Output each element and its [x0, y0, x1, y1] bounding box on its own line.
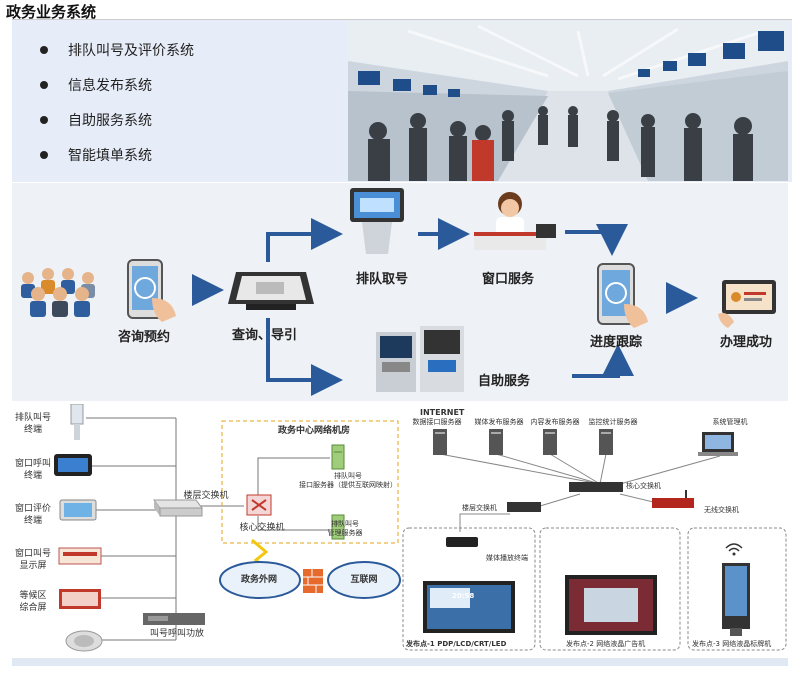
- window-display-icon: [58, 547, 102, 565]
- server-icon: [331, 514, 345, 540]
- signage-kiosk-icon: [722, 563, 750, 636]
- window-service-icon: [474, 192, 556, 250]
- list-item: 信息发布系统: [40, 75, 152, 95]
- floor-switch-icon: [507, 502, 541, 512]
- floor-switch-icon: [153, 499, 203, 517]
- floor-switch-label: 楼层交换机: [183, 491, 229, 501]
- rating-terminal-icon: [59, 499, 97, 521]
- queue-kiosk-icon: [350, 188, 404, 254]
- internet-label: INTERNET: [420, 408, 465, 417]
- step-self: 自助服务: [478, 374, 531, 389]
- wireless-label: 无线交换机: [704, 506, 739, 514]
- step-consult: 咨询预约: [118, 330, 171, 345]
- service-hall-photo: [348, 21, 788, 181]
- wireless-switch-icon: [652, 490, 694, 508]
- device-label: 排队叫号 终端: [14, 413, 51, 435]
- datacenter-label: 政务中心网络机房: [277, 426, 350, 436]
- server-icon: [489, 429, 503, 455]
- footer-band: [12, 658, 788, 666]
- call-terminal-icon: [54, 454, 92, 476]
- screen-time: 20:58: [452, 592, 475, 600]
- bullet-icon: [40, 116, 48, 124]
- queue-terminal-icon: [70, 404, 84, 440]
- step-queue: 排队取号: [356, 272, 409, 287]
- gov-net-label: 政务外网: [240, 575, 277, 585]
- internet-cloud-label: 互联网: [350, 575, 378, 585]
- list-item: 自助服务系统: [40, 110, 152, 130]
- list-item: 排队叫号及评价系统: [40, 40, 194, 60]
- floor2-label: 楼层交换机: [462, 504, 497, 512]
- server2-label: 排队叫号 管理服务器: [327, 520, 363, 537]
- lcd-screen-icon: [423, 581, 515, 633]
- pub2-label: 发布点-2 网络液晶广告机: [566, 640, 646, 648]
- device-label: 等候区 综合屏: [19, 591, 47, 613]
- pub1-label: 发布点-1 PDP/LCD/CRT/LED: [406, 640, 507, 648]
- title-divider: [12, 19, 792, 20]
- users-icon: [21, 268, 95, 317]
- core-switch-icon: [246, 494, 272, 516]
- server-label: 数据接口服务器: [412, 418, 462, 426]
- bullet-icon: [40, 81, 48, 89]
- phone-booking-icon: [127, 259, 176, 322]
- server-icon: [599, 429, 613, 455]
- core-switch-label: 核心交换机: [239, 523, 285, 533]
- amplifier-icon: [143, 613, 205, 625]
- query-terminal-icon: [228, 272, 314, 310]
- gov-network-cloud: [219, 561, 301, 599]
- player-label: 媒体播放终端: [486, 554, 528, 562]
- wifi-icon: [725, 543, 743, 556]
- amplifier-label: 叫号呼叫功放: [149, 629, 204, 639]
- step-progress: 进度跟踪: [590, 335, 643, 350]
- ad-screen-icon: [565, 575, 657, 635]
- success-tablet-icon: [718, 280, 776, 328]
- network-diagram: [12, 403, 788, 659]
- core-switch-icon: [569, 482, 623, 492]
- speaker-icon: [65, 630, 103, 652]
- device-label: 窗口叫号 显示屏: [14, 549, 51, 571]
- device-label: 窗口评价 终端: [14, 504, 51, 526]
- bullet-icon: [40, 151, 48, 159]
- bullet-icon: [40, 46, 48, 54]
- media-player-icon: [446, 537, 478, 547]
- step-query: 查询、导引: [232, 328, 298, 343]
- server-icon: [543, 429, 557, 455]
- device-label: 窗口呼叫 终端: [14, 459, 51, 481]
- self-service-machine-icon: [376, 326, 464, 392]
- waiting-screen-icon: [59, 589, 101, 609]
- list-item: 智能填单系统: [40, 145, 152, 165]
- server1-label: 排队叫号 接口服务器（提供互联网映射）: [299, 472, 397, 489]
- server-icon: [331, 444, 345, 470]
- core2-label: 核心交换机: [626, 482, 661, 490]
- firewall-icon: [303, 569, 323, 593]
- laptop-icon: [698, 432, 738, 456]
- server-icon: [433, 429, 447, 455]
- pub3-label: 发布点-3 网络液晶标牌机: [692, 640, 772, 648]
- mgmt-label: 系统管理机: [712, 418, 748, 426]
- server-label: 内容发布服务器: [530, 418, 580, 426]
- progress-phone-icon: [597, 263, 648, 328]
- step-done: 办理成功: [720, 335, 773, 350]
- server-label: 媒体发布服务器: [474, 418, 524, 426]
- page-title: 政务业务系统: [6, 3, 97, 21]
- internet-cloud: [327, 561, 401, 599]
- server-label: 监控统计服务器: [588, 418, 638, 426]
- step-window: 窗口服务: [482, 272, 535, 287]
